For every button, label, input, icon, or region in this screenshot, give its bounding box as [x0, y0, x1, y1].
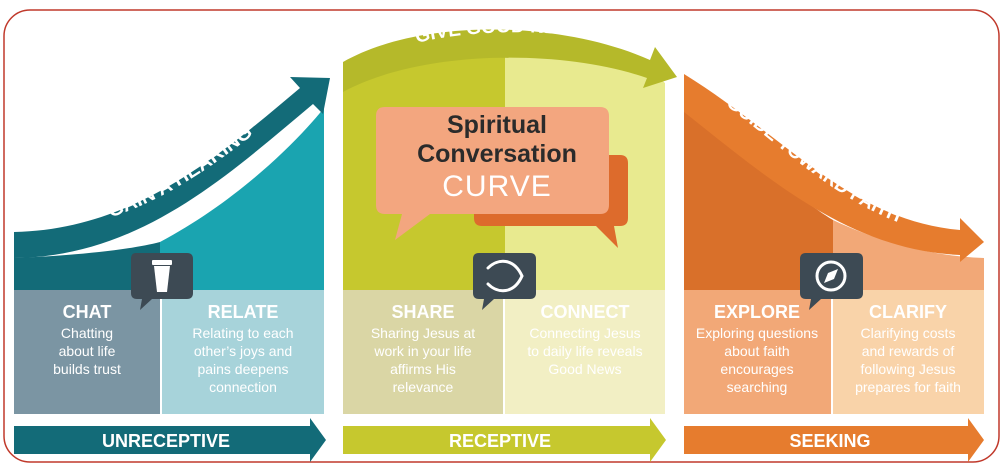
seeking-arrow [684, 418, 984, 462]
receptive-label: RECEPTIVE [449, 431, 551, 451]
stage-box-explore [684, 290, 831, 414]
stage-desc-line: following Jesus [861, 361, 956, 377]
guide-arrow-band [684, 74, 984, 262]
fish-badge [473, 253, 536, 310]
title-line-2: Conversation [417, 140, 577, 168]
compass-badge-bg [800, 253, 863, 310]
stage-desc-line: work in your life [373, 343, 471, 359]
stage-title-connect: CONNECT [541, 302, 630, 322]
stage-title-chat: CHAT [63, 302, 112, 322]
guide-area-orange [684, 105, 833, 290]
stage-box-chat [14, 290, 160, 414]
stage-box-relate [162, 290, 324, 414]
stage-desc-line: about faith [724, 343, 789, 359]
title-line-3: CURVE [442, 170, 551, 203]
give-arrow-band [343, 29, 677, 92]
stage-desc-line: Connecting Jesus [529, 325, 640, 341]
unreceptive-arrow [14, 418, 326, 462]
stage-desc-line: connection [209, 379, 277, 395]
gain-area-dark [14, 242, 160, 290]
stage-desc-line: Chatting [61, 325, 113, 341]
gain-area-teal [160, 108, 324, 290]
stage-desc-line: other’s joys and [194, 343, 292, 359]
stage-desc-line: pains deepens [197, 361, 288, 377]
stage-desc-line: Sharing Jesus at [371, 325, 475, 341]
stage-desc-line: about life [59, 343, 116, 359]
stage-title-explore: EXPLORE [714, 302, 800, 322]
stage-desc-line: relevance [393, 379, 454, 395]
coffee-cup-icon [152, 260, 172, 292]
stage-desc-line: prepares for faith [855, 379, 961, 395]
stage-title-clarify: CLARIFY [869, 302, 947, 322]
stage-desc-line: Clarifying costs [861, 325, 956, 341]
stage-desc-line: searching [727, 379, 788, 395]
stage-desc-line: affirms His [390, 361, 456, 377]
receptive-arrow [343, 418, 666, 462]
compass-icon [815, 260, 847, 292]
title-line-1: Spiritual [447, 111, 547, 139]
coffee-badge [131, 253, 193, 310]
stage-title-share: SHARE [391, 302, 454, 322]
ichthys-fish-icon [486, 259, 524, 293]
seeking-label: SEEKING [789, 431, 870, 451]
stage-desc-line: to daily life reveals [527, 343, 642, 359]
stage-desc-line: and rewards of [862, 343, 955, 359]
stage-box-share [343, 290, 503, 414]
stage-desc-line: builds trust [53, 361, 121, 377]
stage-box-connect [505, 290, 665, 414]
stage-box-clarify [833, 290, 984, 414]
unreceptive-label: UNRECEPTIVE [102, 431, 230, 451]
compass-badge [800, 253, 863, 310]
stage-desc-line: Good News [548, 361, 621, 377]
guide-area-peach [833, 220, 984, 290]
title-bubble-front [376, 107, 609, 240]
stage-desc-line: encourages [720, 361, 793, 377]
gain-arrow-band [14, 77, 330, 258]
stage-title-relate: RELATE [208, 302, 279, 322]
stage-desc-line: Exploring questions [696, 325, 818, 341]
stage-desc-line: Relating to each [192, 325, 293, 341]
